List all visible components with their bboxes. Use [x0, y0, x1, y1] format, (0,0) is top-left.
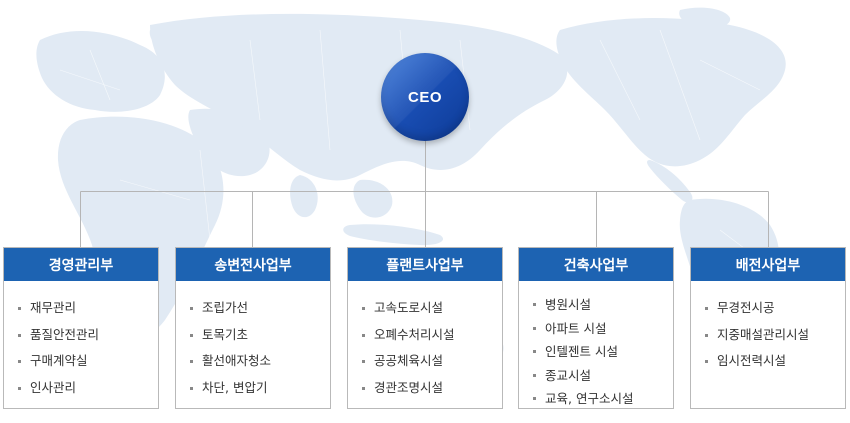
- list-item: 구매계약실: [18, 348, 158, 375]
- dept-architecture-title: 건축사업부: [519, 248, 673, 281]
- list-item: 활선애자청소: [190, 348, 330, 375]
- list-item: 공공체육시설: [362, 348, 502, 375]
- dept-architecture: 건축사업부 병원시설 아파트 시설 인텔젠트 시설 종교시설 교육, 연구소시설: [518, 247, 674, 409]
- dept-management-list: 재무관리 품질안전관리 구매계약실 인사관리: [4, 281, 158, 401]
- list-item: 조립가선: [190, 295, 330, 322]
- list-item: 지중매설관리시설: [705, 322, 845, 349]
- list-item: 교육, 연구소시설: [533, 387, 673, 411]
- list-item: 품질안전관리: [18, 322, 158, 349]
- list-item: 오폐수처리시설: [362, 322, 502, 349]
- list-item: 인사관리: [18, 375, 158, 402]
- list-item: 아파트 시설: [533, 317, 673, 341]
- list-item: 종교시설: [533, 364, 673, 388]
- ceo-node: CEO: [381, 53, 469, 141]
- dept-plant-title: 플랜트사업부: [348, 248, 502, 281]
- list-item: 경관조명시설: [362, 375, 502, 402]
- list-item: 재무관리: [18, 295, 158, 322]
- list-item: 임시전력시설: [705, 348, 845, 375]
- dept-architecture-list: 병원시설 아파트 시설 인텔젠트 시설 종교시설 교육, 연구소시설: [519, 281, 673, 411]
- dept-distribution-title: 배전사업부: [691, 248, 845, 281]
- dept-transmission-title: 송변전사업부: [176, 248, 330, 281]
- list-item: 병원시설: [533, 293, 673, 317]
- list-item: 차단, 변압기: [190, 375, 330, 402]
- dept-transmission: 송변전사업부 조립가선 토목기초 활선애자청소 차단, 변압기: [175, 247, 331, 409]
- dept-distribution-list: 무경전시공 지중매설관리시설 임시전력시설: [691, 281, 845, 375]
- dept-transmission-list: 조립가선 토목기초 활선애자청소 차단, 변압기: [176, 281, 330, 401]
- dept-plant-list: 고속도로시설 오폐수처리시설 공공체육시설 경관조명시설: [348, 281, 502, 401]
- dept-management: 경영관리부 재무관리 품질안전관리 구매계약실 인사관리: [3, 247, 159, 409]
- list-item: 무경전시공: [705, 295, 845, 322]
- list-item: 인텔젠트 시설: [533, 340, 673, 364]
- dept-management-title: 경영관리부: [4, 248, 158, 281]
- list-item: 고속도로시설: [362, 295, 502, 322]
- ceo-label: CEO: [407, 88, 442, 106]
- dept-distribution: 배전사업부 무경전시공 지중매설관리시설 임시전력시설: [690, 247, 846, 409]
- dept-plant: 플랜트사업부 고속도로시설 오폐수처리시설 공공체육시설 경관조명시설: [347, 247, 503, 409]
- list-item: 토목기초: [190, 322, 330, 349]
